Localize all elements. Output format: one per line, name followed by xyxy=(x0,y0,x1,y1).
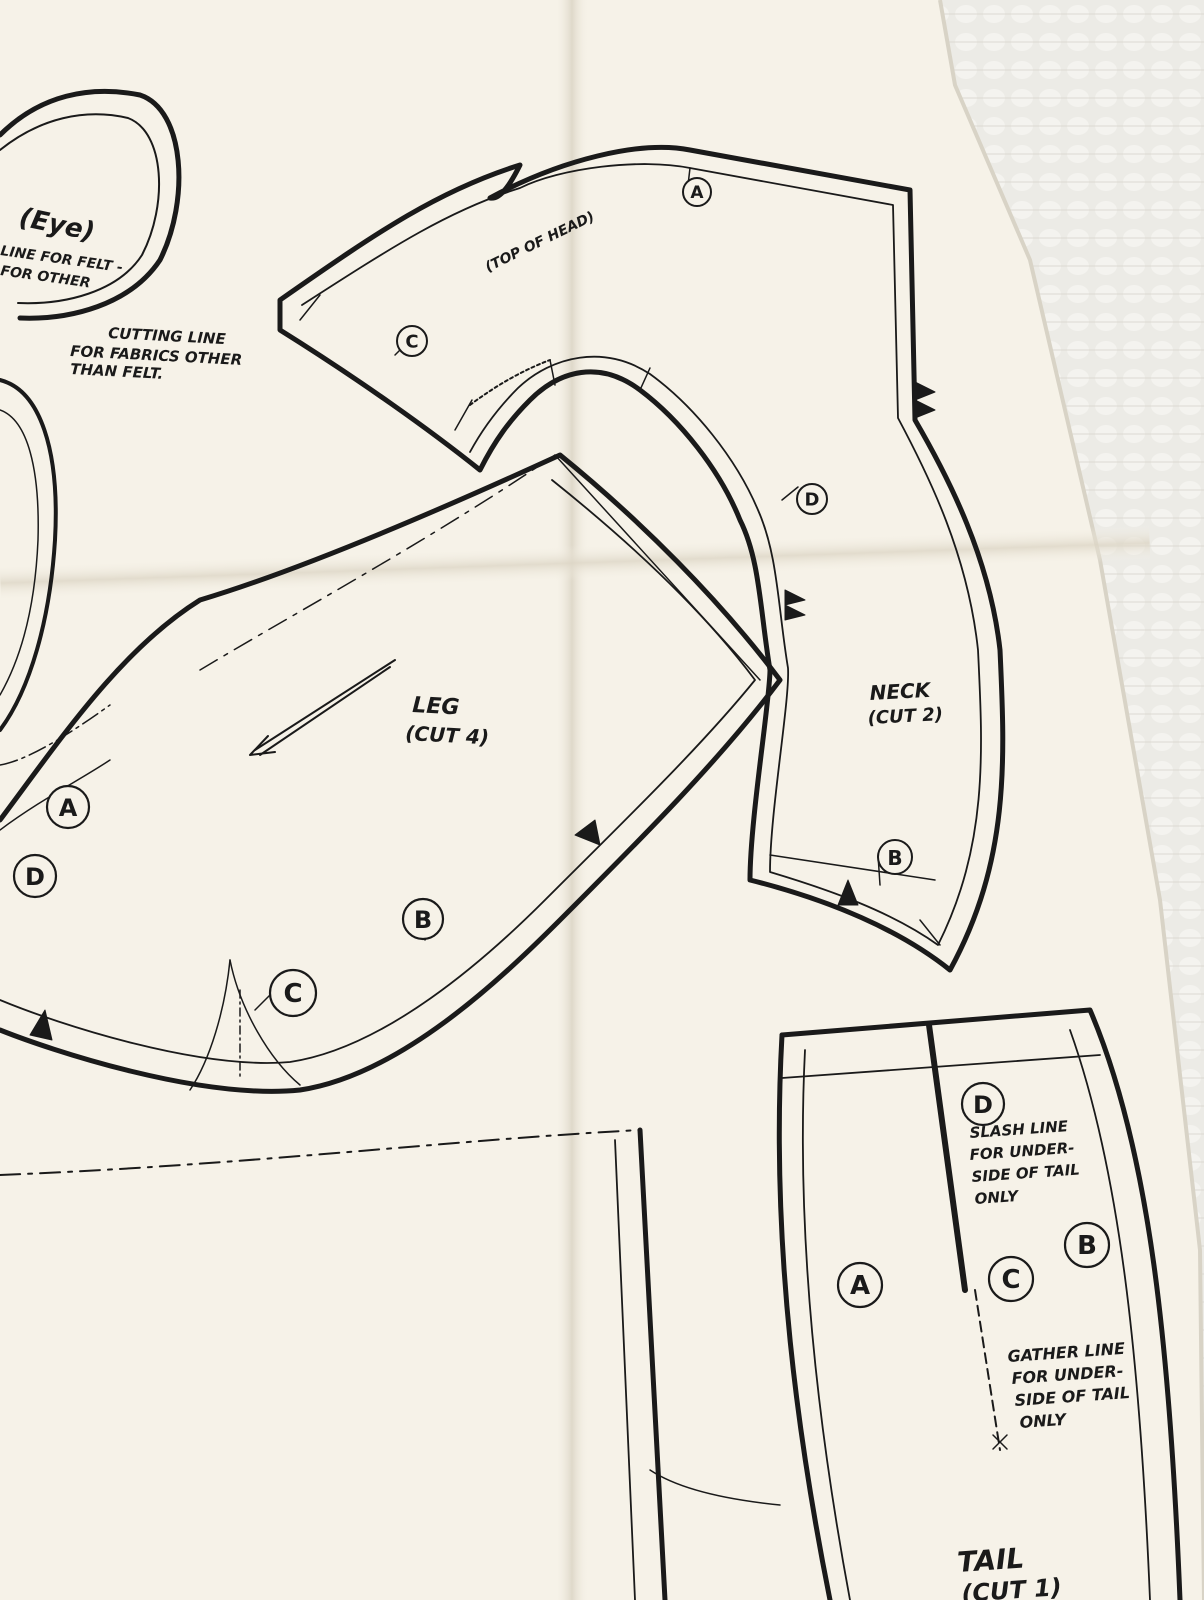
fold-crease-vertical xyxy=(555,0,589,1600)
marker-tail-b: B xyxy=(1063,1221,1111,1269)
lower-piece xyxy=(637,1127,668,1600)
marker-leg-b: B xyxy=(401,897,445,941)
tail-name: TAIL xyxy=(956,1541,1025,1579)
tail-piece xyxy=(649,1007,1183,1600)
marker-neck-b: B xyxy=(877,839,913,875)
marker-leg-a: A xyxy=(45,784,91,830)
neck-piece xyxy=(277,145,1006,973)
svg-text:D: D xyxy=(805,490,820,511)
marker-leg-d: D xyxy=(12,853,58,899)
eye-piece xyxy=(0,88,182,732)
marker-neck-c: C xyxy=(396,325,428,357)
marker-tail-c: C xyxy=(987,1255,1035,1303)
fold-line-dashdot xyxy=(0,1129,641,1176)
leg-cut-count: (CUT 4) xyxy=(405,721,490,749)
marker-neck-a: A xyxy=(682,177,712,207)
gather-note-line-4: ONLY xyxy=(1019,1410,1068,1432)
svg-text:C: C xyxy=(1001,1265,1020,1295)
marker-neck-d: D xyxy=(796,483,828,515)
svg-text:A: A xyxy=(850,1271,870,1301)
marker-tail-d: D xyxy=(960,1081,1006,1127)
svg-text:A: A xyxy=(690,183,704,203)
svg-text:C: C xyxy=(405,332,418,353)
svg-text:D: D xyxy=(25,863,45,891)
svg-text:C: C xyxy=(283,979,302,1009)
slash-note-line-4: ONLY xyxy=(974,1187,1021,1208)
svg-text:A: A xyxy=(59,794,78,822)
leg-name: LEG xyxy=(412,693,460,720)
svg-text:B: B xyxy=(887,846,902,870)
fold-line-dashdot-2 xyxy=(199,454,556,671)
marker-tail-a: A xyxy=(836,1261,884,1309)
neck-name: NECK xyxy=(869,678,932,705)
cutting-note-line-3: THAN FELT. xyxy=(70,360,164,383)
svg-text:B: B xyxy=(1077,1231,1097,1261)
marker-leg-c: C xyxy=(268,968,318,1018)
neck-cut-count: (CUT 2) xyxy=(867,704,943,729)
svg-text:D: D xyxy=(973,1091,993,1119)
svg-text:B: B xyxy=(414,906,432,934)
fold-crease-horizontal xyxy=(0,524,1151,602)
